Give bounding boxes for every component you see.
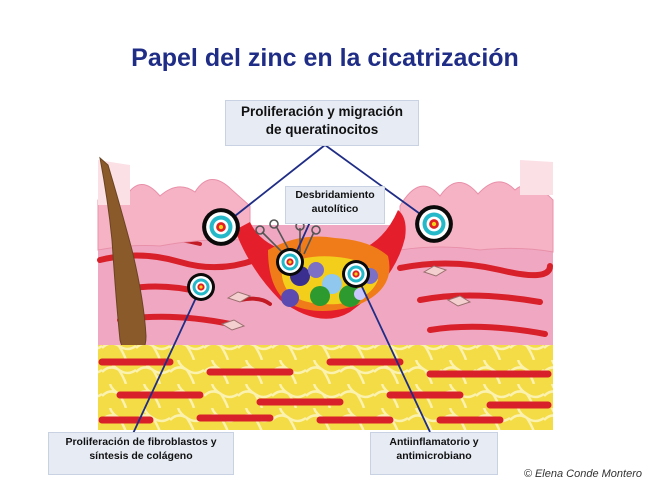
label-antiinflammatory: Antiinflamatorio y antimicrobiano bbox=[370, 432, 498, 475]
scissors-icon bbox=[255, 219, 321, 257]
target-icon bbox=[276, 248, 304, 276]
target-icon bbox=[202, 208, 240, 246]
credit-text: © Elena Conde Montero bbox=[523, 468, 642, 480]
label-keratinocytes: Proliferación y migración de queratinoci… bbox=[225, 100, 419, 146]
label-debridement: Desbridamiento autolítico bbox=[285, 186, 385, 224]
fat-layer bbox=[98, 345, 553, 430]
target-icon bbox=[187, 273, 215, 301]
target-icon bbox=[415, 205, 453, 243]
label-fibroblasts: Proliferación de fibroblastos y síntesis… bbox=[48, 432, 234, 475]
target-icon bbox=[342, 260, 370, 288]
fibroblast-cells bbox=[220, 265, 472, 331]
page-title: Papel del zinc en la cicatrización bbox=[131, 44, 519, 72]
